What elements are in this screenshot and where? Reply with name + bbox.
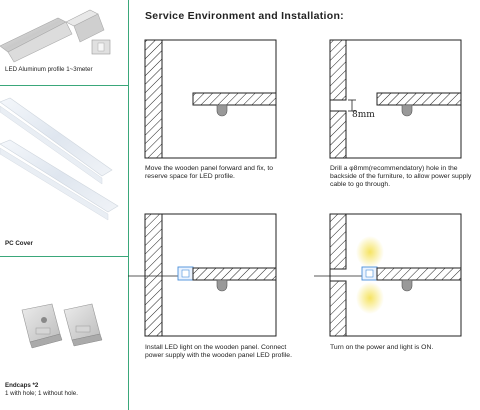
sidebar-border — [128, 0, 129, 410]
page-title: Service Environment and Installation: — [145, 10, 344, 22]
product-sidebar: LED Aluminum profile 1~3meter PC Cover — [0, 0, 128, 410]
step-1-diagram — [144, 39, 277, 159]
light-glow-icon — [356, 236, 384, 268]
cable-hole-icon — [401, 279, 413, 292]
endcaps-image — [21, 303, 103, 349]
pc-cover-caption: PC Cover — [5, 240, 33, 247]
light-glow-icon — [356, 282, 384, 314]
step-3-text: Install LED light on the wooden panel. C… — [145, 344, 292, 360]
step-1-text: Move the wooden panel forward and fix, t… — [145, 165, 274, 181]
step-4-text: Turn on the power and light is ON. — [330, 344, 434, 351]
step-3-diagram — [128, 213, 277, 337]
step-2-diagram: 8mm — [329, 39, 462, 159]
cable-hole-icon — [216, 104, 228, 117]
drill-size-label: 8mm — [352, 110, 375, 120]
pc-cover-image — [0, 97, 119, 221]
aluminum-profile-caption: LED Aluminum profile 1~3meter — [5, 66, 93, 73]
cable-hole-icon — [401, 104, 413, 117]
endcaps-caption: Endcaps *2 1 with hole; 1 without hole. — [5, 382, 78, 397]
step-2-text: Drill a φ8mm(recommendatory) hole in the… — [330, 165, 472, 189]
step-4-diagram — [314, 213, 462, 337]
aluminum-profile-image — [0, 9, 111, 63]
cable-hole-icon — [216, 279, 228, 292]
sidebar-divider — [0, 256, 128, 257]
sidebar-divider — [0, 85, 128, 86]
